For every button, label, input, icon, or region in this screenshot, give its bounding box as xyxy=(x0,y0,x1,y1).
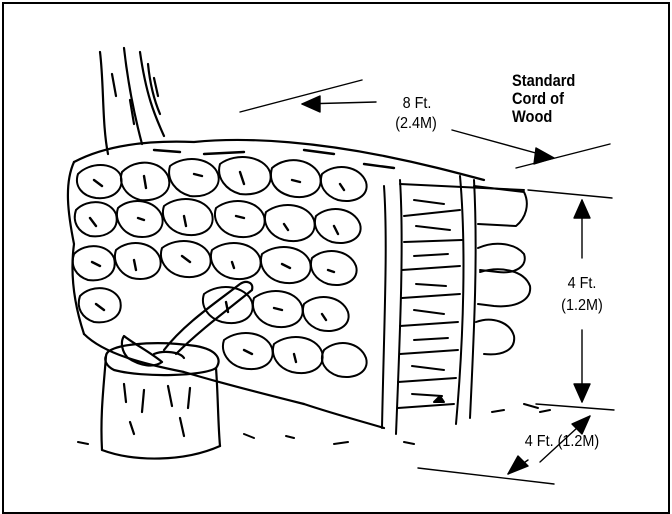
title-line-2: Cord of xyxy=(512,90,564,108)
title-line-1: Standard xyxy=(512,72,575,90)
ground-marks xyxy=(78,404,550,444)
tree-trunk xyxy=(100,48,164,154)
length-feet-label: 8 Ft. xyxy=(386,96,449,113)
log-ends xyxy=(73,157,367,377)
height-metric-label: (1.2M) xyxy=(548,298,616,315)
stack-side xyxy=(382,176,530,434)
length-metric-label: (2.4M) xyxy=(380,116,452,133)
depth-label: 4 Ft. (1.2M) xyxy=(506,434,618,451)
height-feet-label: 4 Ft. xyxy=(553,276,611,293)
title-line-3: Wood xyxy=(512,108,552,126)
